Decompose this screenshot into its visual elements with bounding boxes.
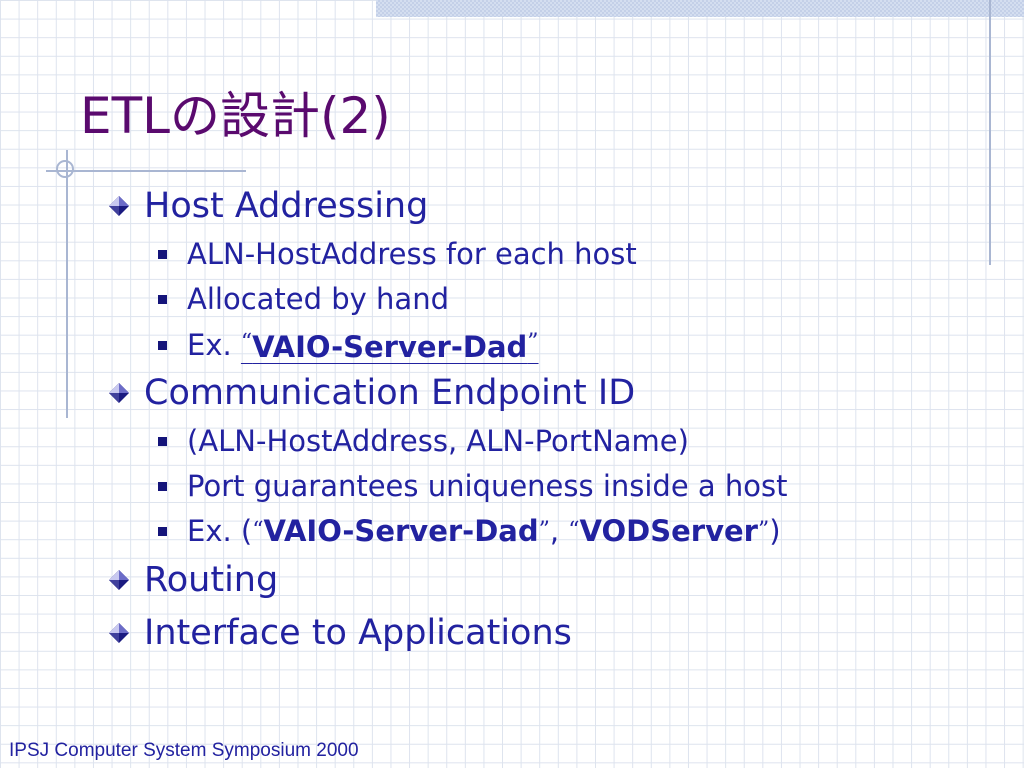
subbullet-example-endpoint: Ex. (“VAIO-Server-Dad”, “VODServer”) — [158, 514, 781, 548]
square-bullet-icon — [158, 481, 167, 491]
subbullet-text: ALN-HostAddress for each host — [187, 237, 637, 271]
right-vertical-rule — [989, 0, 991, 265]
diamond-bullet-icon — [109, 196, 129, 216]
diamond-bullet-icon — [109, 623, 129, 643]
bullet-text: Routing — [144, 560, 279, 600]
bullet-interface-to-applications: Interface to Applications — [108, 613, 572, 653]
subbullet-prefix: Ex. ( — [187, 514, 253, 548]
subbullet-prefix: Ex. — [187, 328, 241, 362]
bullet-routing: Routing — [108, 560, 278, 600]
square-bullet-icon — [158, 249, 167, 259]
example-host-name: “VAIO-Server-Dad” — [240, 330, 539, 364]
square-bullet-icon — [158, 294, 167, 304]
example-host-name: VAIO-Server-Dad — [263, 514, 539, 548]
subbullet-port-uniqueness: Port guarantees uniqueness inside a host — [158, 469, 788, 503]
square-bullet-icon — [158, 340, 167, 350]
square-bullet-icon — [158, 526, 167, 536]
slide-title: ETLの設計(2) — [80, 87, 391, 145]
subbullet-text: Port guarantees uniqueness inside a host — [187, 469, 788, 503]
subbullet-text: (ALN-HostAddress, ALN-PortName) — [187, 424, 689, 458]
bullet-communication-endpoint: Communication Endpoint ID — [108, 373, 635, 413]
subbullet-aln-hostaddress: ALN-HostAddress for each host — [158, 237, 637, 271]
bullet-host-addressing: Host Addressing — [108, 186, 428, 226]
bullet-text: Host Addressing — [144, 186, 429, 226]
bullet-text: Communication Endpoint ID — [144, 373, 636, 413]
subbullet-aln-tuple: (ALN-HostAddress, ALN-PortName) — [158, 424, 689, 458]
left-vertical-rule — [66, 150, 68, 418]
subbullet-allocated: Allocated by hand — [158, 282, 449, 316]
diamond-bullet-icon — [109, 383, 129, 403]
diamond-bullet-icon — [109, 570, 129, 590]
example-port-name: VODServer — [579, 514, 758, 548]
ring-ornament — [56, 160, 74, 178]
square-bullet-icon — [158, 436, 167, 446]
subbullet-example-host: Ex. “VAIO-Server-Dad” — [158, 326, 539, 364]
title-underline-rule — [46, 170, 246, 172]
subbullet-text: Allocated by hand — [187, 282, 449, 316]
footer-text: IPSJ Computer System Symposium 2000 — [9, 740, 359, 761]
bullet-text: Interface to Applications — [144, 613, 572, 653]
top-decorative-band — [376, 0, 1024, 17]
